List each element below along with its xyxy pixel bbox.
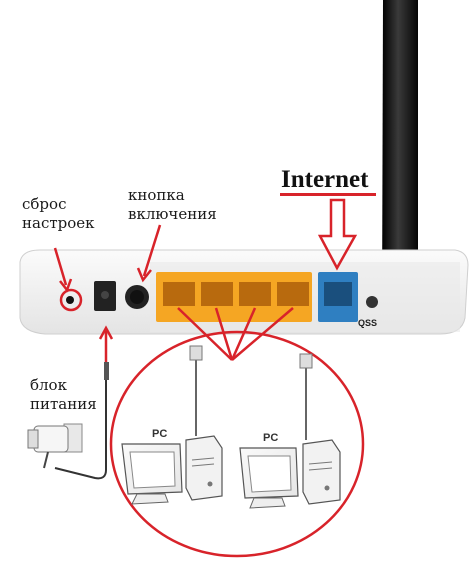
power-button-label-line1: кнопка: [128, 186, 185, 204]
router-icon: [19, 249, 469, 335]
reset-label: сброс настроек: [22, 195, 95, 233]
internet-arrow: [317, 198, 358, 271]
power-adapter-icon: [27, 362, 109, 480]
pc-right-label: PC: [263, 432, 279, 444]
reset-arrowhead: [59, 278, 73, 293]
internet-label: Internet: [281, 166, 369, 193]
power-adapter-label: блок питания: [30, 376, 97, 414]
wan-port: [318, 272, 358, 322]
power-adapter-label-line2: питания: [30, 395, 97, 413]
lan-ports: [156, 272, 312, 322]
power-button-label-line2: включения: [128, 205, 217, 223]
pc-left-label: PC: [152, 428, 168, 440]
adapter-arrowhead: [98, 325, 114, 340]
power-button-arrowhead: [136, 267, 152, 283]
lan-clients-circle: [109, 330, 365, 558]
desktop-computer-icon: [121, 345, 223, 505]
antenna-icon: [382, 0, 418, 332]
reset-highlight-circle: [59, 288, 83, 312]
power-button-label: кнопка включения: [128, 186, 217, 224]
internet-underline: [280, 193, 376, 196]
desktop-computer-icon: [239, 353, 341, 509]
reset-label-line1: сброс: [22, 195, 67, 213]
qss-label: QSS: [358, 318, 378, 328]
power-adapter-label-line1: блок: [30, 376, 67, 394]
reset-hole: [66, 296, 74, 304]
power-button-arrow: [142, 224, 162, 277]
annotations: [53, 198, 365, 558]
reset-label-line2: настроек: [22, 214, 95, 232]
qss-button: [366, 296, 378, 308]
reset-arrow: [53, 247, 68, 286]
